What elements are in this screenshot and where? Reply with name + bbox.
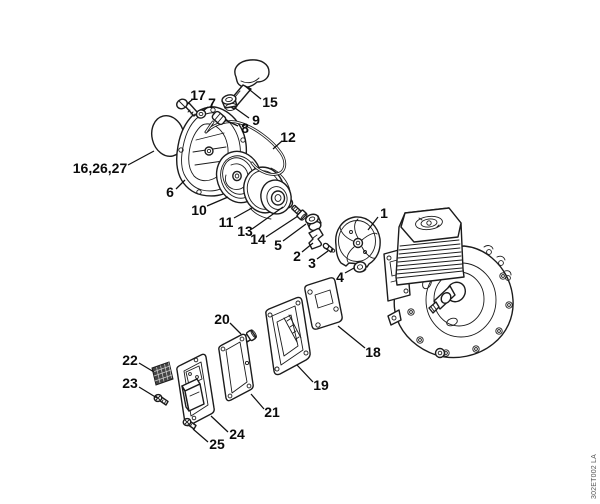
callout-leader-6	[175, 179, 186, 190]
callout-1-fan-housing: 1	[380, 205, 388, 221]
callout-16,26,27-sealing-ring-set: 16,26,27	[73, 160, 128, 176]
callout-leader-18	[337, 325, 366, 349]
callout-24-muffler: 24	[229, 426, 245, 442]
callout-19-muffler-shell: 19	[313, 377, 329, 393]
callout-leader-5	[282, 223, 307, 242]
callout-leader-13	[251, 206, 284, 230]
spring-clip	[211, 110, 227, 126]
callout-leader-16,26,27	[127, 150, 155, 166]
fan-housing	[335, 216, 381, 268]
spark-arrester-screen	[151, 361, 174, 386]
pin-3	[322, 242, 336, 253]
callout-4-nut: 4	[336, 269, 344, 285]
callout-leader-12	[272, 140, 283, 150]
callout-21-muffler-gasket: 21	[264, 404, 280, 420]
callout-leader-24	[210, 415, 229, 433]
muffler-gasket-21	[218, 333, 254, 402]
muffler-shell-19	[265, 296, 311, 376]
gasket-18	[304, 277, 343, 330]
callout-12-starter-rope: 12	[280, 129, 296, 145]
callout-10-rope-rotor: 10	[191, 202, 207, 218]
callout-2-pawl: 2	[293, 248, 301, 264]
screw-25	[182, 417, 197, 430]
callout-8-spring-clip: 8	[241, 120, 249, 136]
callout-11-starter-cup: 11	[219, 214, 234, 230]
callout-leader-11	[233, 207, 253, 219]
callout-25-screw: 25	[209, 436, 225, 452]
callout-23-screw: 23	[122, 375, 138, 391]
callout-14-screw: 14	[250, 231, 266, 247]
callout-18-gasket: 18	[365, 344, 381, 360]
callout-leader-7	[202, 106, 209, 112]
callout-20-screw: 20	[214, 311, 230, 327]
screw-14	[291, 204, 308, 221]
callout-leader-4	[344, 267, 355, 274]
callout-7-washer: 7	[208, 95, 216, 111]
callout-leader-14	[265, 215, 299, 238]
callout-3-pawl-pin: 3	[308, 255, 316, 271]
callout-leader-19	[296, 364, 314, 383]
callout-leader-22	[138, 362, 155, 373]
callout-leader-20	[229, 322, 242, 335]
image-code: 302ET002 LA	[591, 454, 598, 499]
callout-leader-3	[316, 250, 329, 260]
callout-13-washer: 13	[237, 223, 253, 239]
callout-6-starter-housing: 6	[166, 184, 174, 200]
callout-leader-15	[244, 85, 262, 100]
callout-leader-8	[224, 119, 239, 127]
callout-leader-9	[234, 107, 250, 119]
engine-assembly	[383, 207, 514, 359]
callout-leader-17	[186, 98, 194, 105]
pawl-2	[308, 227, 324, 250]
callout-22-spark-arrester-screen: 22	[122, 352, 138, 368]
callout-leader-1	[367, 216, 379, 231]
washer-7	[195, 109, 207, 119]
callout-9-rope-bushing: 9	[252, 112, 260, 128]
screw-23	[153, 393, 169, 406]
collar-nut-5	[304, 213, 322, 232]
callout-leader-2	[301, 242, 314, 253]
rope-bushing	[221, 94, 238, 111]
callout-leader-25	[192, 428, 209, 443]
muffler-24	[176, 353, 215, 427]
callout-leader-21	[250, 393, 265, 410]
callout-17-screw: 17	[190, 87, 206, 103]
callout-leader-10	[206, 196, 229, 207]
callout-15-starter-grip: 15	[262, 94, 278, 110]
callout-leader-23	[138, 386, 158, 399]
callout-5-collar-nut: 5	[274, 237, 282, 253]
starter-cup	[243, 166, 292, 220]
